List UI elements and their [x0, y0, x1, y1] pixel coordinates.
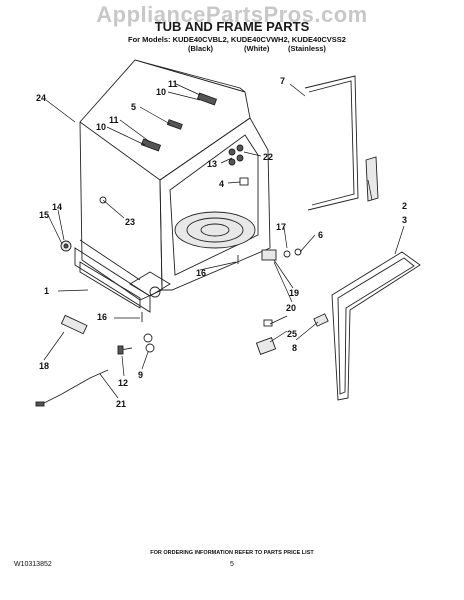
- callout-6: 6: [318, 230, 323, 240]
- page-title: TUB AND FRAME PARTS: [154, 19, 310, 34]
- callout-19: 19: [289, 288, 299, 298]
- callout-15: 15: [39, 210, 49, 220]
- callout-11a: 11: [109, 115, 119, 125]
- callout-23: 23: [125, 217, 135, 227]
- callout-8: 8: [292, 343, 297, 353]
- callout-21: 21: [116, 399, 126, 409]
- callout-numbers: 1 2 3 4 5 6 7 8 9 10 10 11 11 12 13 14 1…: [36, 76, 407, 409]
- document-number: W10313852: [14, 561, 52, 568]
- door-gasket-part: [304, 75, 359, 211]
- callout-7: 7: [280, 76, 285, 86]
- leader-lines: [43, 83, 405, 399]
- callout-2: 2: [402, 201, 407, 211]
- watermark: AppliancePartsPros.com: [96, 2, 368, 27]
- callout-1: 1: [44, 286, 49, 296]
- callout-22: 22: [263, 152, 273, 162]
- callout-16a: 16: [196, 268, 206, 278]
- callout-17: 17: [276, 222, 286, 232]
- callout-9: 9: [138, 370, 143, 380]
- callout-25: 25: [287, 329, 297, 339]
- callout-20: 20: [286, 303, 296, 313]
- variant-stainless: (Stainless): [288, 44, 326, 53]
- callout-10b: 10: [156, 87, 166, 97]
- callout-11b: 11: [168, 79, 178, 89]
- hardware-parts: [35, 92, 329, 407]
- callout-24: 24: [36, 93, 46, 103]
- tub-gasket-part: [331, 251, 421, 401]
- side-seal-part: [365, 156, 379, 202]
- callout-5: 5: [131, 102, 136, 112]
- callout-12: 12: [118, 378, 128, 388]
- page-number: 5: [230, 561, 234, 568]
- callout-10a: 10: [96, 122, 106, 132]
- callout-16b: 16: [97, 312, 107, 322]
- variant-black: (Black): [188, 44, 214, 53]
- models-line: For Models: KUDE40CVBL2, KUDE40CVWH2, KU…: [128, 35, 346, 44]
- callout-3: 3: [402, 215, 407, 225]
- variant-white: (White): [244, 44, 270, 53]
- callout-4: 4: [219, 179, 224, 189]
- callout-14: 14: [52, 202, 62, 212]
- tub-assembly: [74, 59, 271, 313]
- ordering-note: FOR ORDERING INFORMATION REFER TO PARTS …: [150, 550, 314, 556]
- callout-18: 18: [39, 361, 49, 371]
- callout-13: 13: [207, 159, 217, 169]
